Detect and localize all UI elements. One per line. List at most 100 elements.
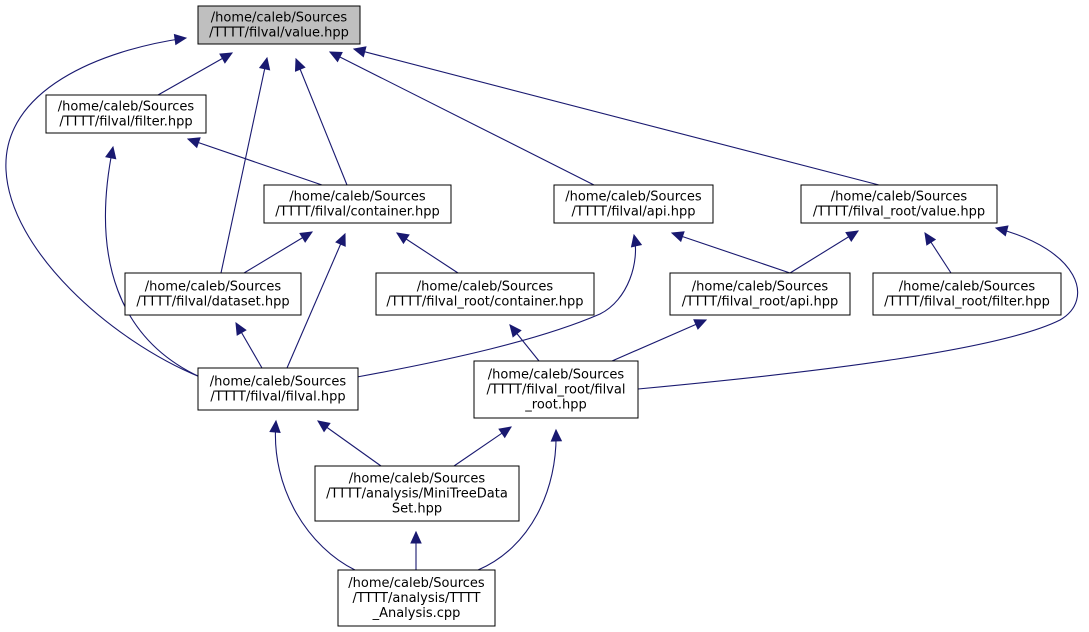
arrowhead-icon bbox=[395, 232, 410, 245]
edge-filter-to-value bbox=[157, 52, 234, 96]
edge-root_value-to-value bbox=[352, 46, 880, 186]
node-root-filter[interactable]: /home/caleb/Sources/TTTT/filval_root/fil… bbox=[872, 272, 1062, 316]
arrowhead-icon bbox=[630, 233, 643, 248]
node-label-line: /TTTT/filval_root/filter.hpp bbox=[884, 295, 1050, 310]
edge-filval-to-container bbox=[286, 232, 346, 369]
node-label-line: /TTTT/analysis/TTTT bbox=[353, 591, 481, 606]
edge-line bbox=[611, 319, 707, 362]
edge-line bbox=[220, 57, 268, 274]
arrowhead-icon bbox=[994, 225, 1009, 237]
edge-analysis-to-filval_root bbox=[477, 428, 563, 571]
arrowhead-icon bbox=[186, 137, 201, 149]
node-label-line: /home/caleb/Sources bbox=[417, 280, 554, 295]
node-label-line: /TTTT/filval_root/filval bbox=[487, 383, 626, 398]
node-dataset[interactable]: /home/caleb/Sources/TTTT/filval/dataset.… bbox=[124, 272, 302, 316]
arrowhead-icon bbox=[294, 57, 306, 72]
arrowhead-icon bbox=[269, 419, 281, 433]
node-label-line: /TTTT/filval/value.hpp bbox=[209, 26, 349, 41]
node-root-container[interactable]: /home/caleb/Sources/TTTT/filval_root/con… bbox=[375, 272, 595, 316]
node-label-line: /TTTT/filval_root/value.hpp bbox=[813, 205, 985, 220]
edge-filval-to-dataset bbox=[235, 321, 263, 369]
node-label-line: /TTTT/filval_root/container.hpp bbox=[386, 295, 583, 310]
node-label-line: /home/caleb/Sources bbox=[348, 576, 485, 591]
node-label-line: /home/caleb/Sources bbox=[692, 280, 829, 295]
arrowhead-icon bbox=[550, 428, 563, 442]
arrowhead-icon bbox=[498, 426, 512, 439]
edge-line bbox=[356, 234, 637, 378]
node-label-line: /TTTT/filval/container.hpp bbox=[275, 205, 440, 220]
arrowhead-icon bbox=[317, 420, 331, 433]
node-label-line: /TTTT/filval/filter.hpp bbox=[59, 115, 192, 130]
arrowhead-icon bbox=[105, 145, 117, 160]
edge-container-to-value bbox=[294, 57, 348, 186]
node-label-line: /home/caleb/Sources bbox=[349, 472, 486, 487]
edge-filval_root-to-root_value bbox=[637, 225, 1079, 390]
arrowhead-icon bbox=[235, 321, 247, 336]
edge-line bbox=[671, 232, 791, 274]
edge-line bbox=[317, 420, 382, 467]
edge-root_api-to-api bbox=[670, 231, 791, 274]
node-label-line: /TTTT/filval/dataset.hpp bbox=[136, 295, 289, 310]
node-api[interactable]: /home/caleb/Sources/TTTT/filval/api.hpp bbox=[553, 184, 714, 224]
node-box bbox=[197, 367, 359, 411]
node-filval-root[interactable]: /home/caleb/Sources/TTTT/filval_root/fil… bbox=[473, 360, 639, 419]
edge-dataset-to-value bbox=[220, 56, 271, 274]
arrowhead-icon bbox=[328, 51, 343, 63]
node-box bbox=[314, 465, 520, 522]
edges-layer bbox=[5, 33, 1079, 571]
node-label-line: /home/caleb/Sources bbox=[565, 190, 702, 205]
edge-root_api-to-root_value bbox=[789, 230, 860, 274]
node-box bbox=[45, 94, 207, 134]
edge-line bbox=[243, 231, 313, 274]
node-label-line: /TTTT/analysis/MiniTreeData bbox=[326, 487, 508, 502]
node-box bbox=[197, 5, 361, 45]
node-analysis[interactable]: /home/caleb/Sources/TTTT/analysis/TTTT_A… bbox=[337, 569, 496, 627]
edge-root_filter-to-root_value bbox=[924, 231, 952, 274]
node-box bbox=[263, 184, 452, 224]
node-filval[interactable]: /home/caleb/Sources/TTTT/filval/filval.h… bbox=[197, 367, 359, 411]
node-box bbox=[669, 272, 851, 316]
node-root-value[interactable]: /home/caleb/Sources/TTTT/filval_root/val… bbox=[800, 184, 998, 224]
node-label-line: _root.hpp bbox=[524, 398, 586, 413]
arrowhead-icon bbox=[352, 46, 367, 58]
edge-line bbox=[295, 58, 348, 186]
edge-line bbox=[329, 51, 595, 186]
edge-line bbox=[274, 420, 356, 571]
node-filter[interactable]: /home/caleb/Sources/TTTT/filval/filter.h… bbox=[45, 94, 207, 134]
node-box bbox=[872, 272, 1062, 316]
node-minitree[interactable]: /home/caleb/Sources/TTTT/analysis/MiniTr… bbox=[314, 465, 520, 522]
node-label-line: /home/caleb/Sources bbox=[488, 368, 625, 383]
arrowhead-icon bbox=[410, 530, 422, 544]
arrowhead-icon bbox=[299, 231, 314, 243]
edge-filval-to-api bbox=[356, 233, 643, 378]
node-value[interactable]: /home/caleb/Sources/TTTT/filval/value.hp… bbox=[197, 5, 361, 45]
edge-line bbox=[789, 230, 859, 274]
node-container[interactable]: /home/caleb/Sources/TTTT/filval/containe… bbox=[263, 184, 452, 224]
node-box bbox=[553, 184, 714, 224]
edge-line bbox=[157, 52, 233, 96]
edge-api-to-value bbox=[328, 51, 595, 186]
node-label-line: /home/caleb/Sources bbox=[899, 280, 1036, 295]
arrowhead-icon bbox=[509, 324, 522, 338]
edge-container-to-filter bbox=[186, 137, 323, 186]
node-root-api[interactable]: /home/caleb/Sources/TTTT/filval_root/api… bbox=[669, 272, 851, 316]
edge-minitree-to-filval bbox=[317, 420, 382, 467]
arrowhead-icon bbox=[924, 231, 937, 246]
node-box bbox=[375, 272, 595, 316]
edge-line bbox=[637, 227, 1079, 390]
edge-line bbox=[104, 146, 201, 378]
edge-minitree-to-filval_root bbox=[453, 426, 512, 467]
edge-filval-to-value bbox=[5, 33, 201, 378]
arrowhead-icon bbox=[173, 33, 188, 46]
edge-filval_root-to-root_container bbox=[509, 324, 540, 362]
edge-filval-to-filter bbox=[104, 145, 201, 378]
node-label-line: /home/caleb/Sources bbox=[145, 280, 282, 295]
arrowhead-icon bbox=[335, 232, 346, 247]
node-label-line: /home/caleb/Sources bbox=[211, 11, 348, 26]
edge-line bbox=[453, 426, 512, 467]
edge-line bbox=[187, 138, 323, 186]
edge-line bbox=[353, 48, 880, 186]
node-label-line: /home/caleb/Sources bbox=[831, 190, 968, 205]
edge-filval_root-to-root_api bbox=[611, 319, 708, 362]
